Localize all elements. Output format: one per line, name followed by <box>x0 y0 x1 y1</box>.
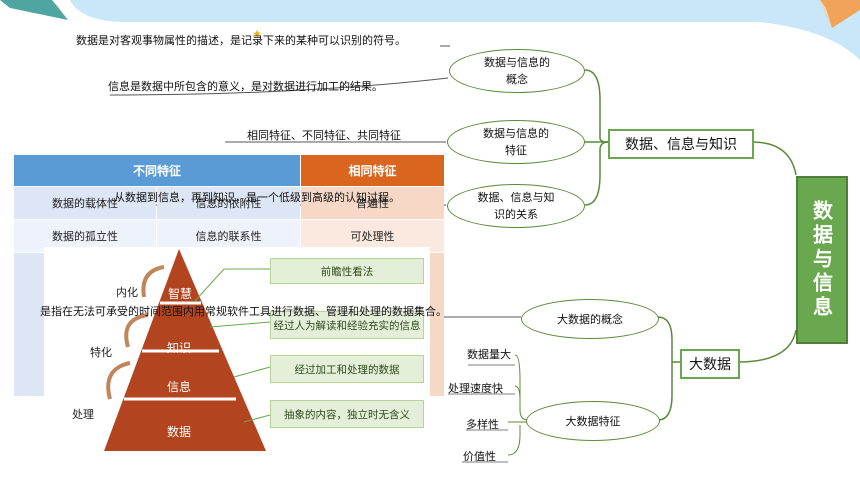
pyramid-level-knowledge: 知识 <box>167 341 192 355</box>
relation-text: 从数据到信息，再到知识，是一个低级到高级的认知过程。 <box>114 191 400 204</box>
table-cell: 普遍性 <box>301 187 444 219</box>
trait-value: 价值性 <box>463 450 496 463</box>
node-big-data-concept-label: 大数据的概念 <box>557 312 623 326</box>
trait-variety: 多样性 <box>466 418 499 431</box>
data-definition: 数据是对客观事物属性的描述，是记录下来的某种可以识别的符号。 <box>76 34 406 47</box>
node-features: 数据与信息的特征 <box>447 120 585 164</box>
node-big-data: 大数据 <box>680 349 740 379</box>
node-big-data-features: 大数据特征 <box>526 401 660 441</box>
pyramid-side-internalize: 内化 <box>116 286 138 299</box>
table-cell: 可处理性 <box>301 220 444 252</box>
node-relation: 数据、信息与知识的关系 <box>447 184 585 228</box>
root-label: 数据与信息 <box>809 200 834 320</box>
node-big-data-concept: 大数据的概念 <box>521 299 659 339</box>
pyramid-note: 抽象的内容，独立时无含义 <box>270 400 424 428</box>
table-header-common: 相同特征 <box>301 155 444 186</box>
info-definition: 信息是数据中所包含的意义，是对数据进行加工的结果。 <box>108 80 383 93</box>
pyramid-note: 前瞻性看法 <box>270 258 424 284</box>
node-dik: 数据、信息与知识 <box>608 129 754 159</box>
node-relation-label: 数据、信息与知识的关系 <box>477 191 555 221</box>
svg-text:✦: ✦ <box>252 27 262 41</box>
big-data-definition: 是指在无法可承受的时间范围内用常规软件工具进行数据、管理和处理的数据集合。 <box>40 305 447 318</box>
table-cell: 数据的孤立性 <box>14 220 156 252</box>
node-features-label: 数据与信息的特征 <box>483 127 549 157</box>
table-cell: 信息的依附性 <box>157 187 300 219</box>
pyramid-note: 经过人为解读和经验充实的信息 <box>270 311 424 339</box>
pyramid-level-wisdom: 智慧 <box>168 287 193 301</box>
pyramid-side-specialize: 特化 <box>90 346 112 359</box>
pyramid-side-process: 处理 <box>72 408 94 421</box>
pyramid-note: 经过加工和处理的数据 <box>270 355 424 383</box>
trait-velocity: 处理速度快 <box>448 382 503 395</box>
table-cell: 信息的联系性 <box>157 220 300 252</box>
trait-volume: 数据量大 <box>467 348 511 361</box>
node-big-data-features-label: 大数据特征 <box>565 414 621 428</box>
features-text: 相同特征、不同特征、共同特征 <box>247 129 401 142</box>
table-cell: 数据的载体性 <box>14 187 156 219</box>
pencil-icon-right <box>820 0 860 28</box>
root-node: 数据与信息 <box>796 176 848 344</box>
node-concept-label: 数据与信息的概念 <box>484 56 550 86</box>
pencil-icon-left <box>0 0 68 20</box>
pyramid-level-data: 数据 <box>167 425 192 439</box>
pyramid-level-information: 信息 <box>167 380 192 394</box>
knowledge-pyramid <box>104 249 271 451</box>
node-concept: 数据与信息的概念 <box>449 49 585 93</box>
table-header-different: 不同特征 <box>14 155 300 186</box>
